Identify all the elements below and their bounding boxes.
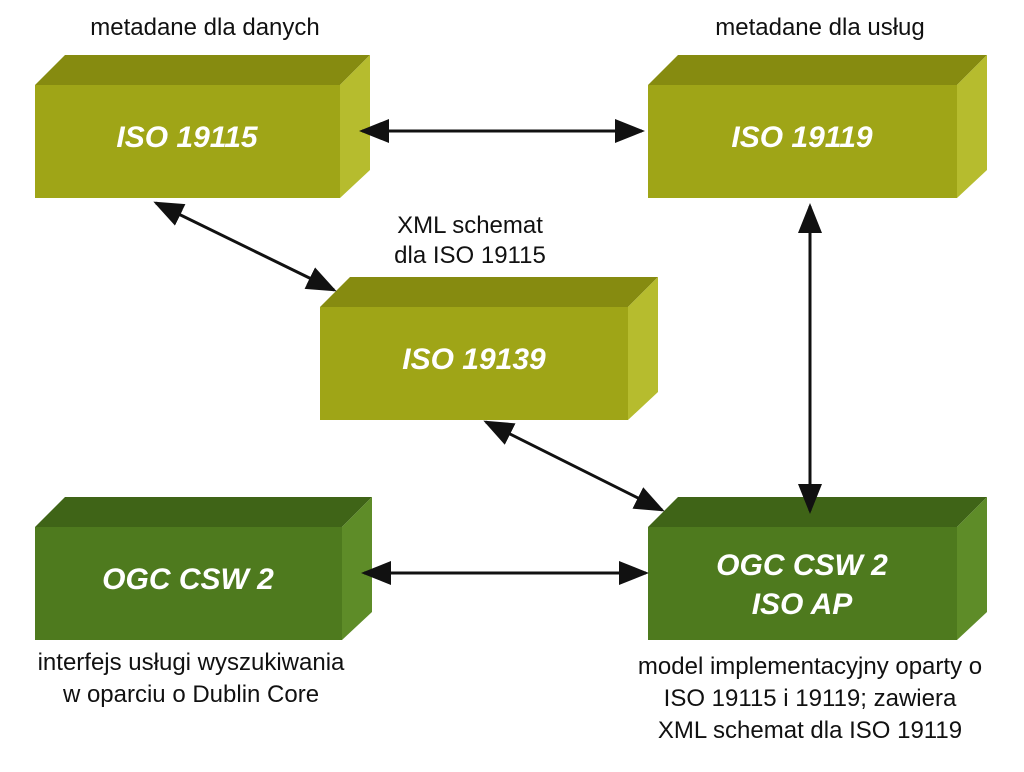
caption-impl-model-line3: XML schemat dla ISO 19119 bbox=[657, 717, 963, 744]
box-iso-19115: ISO 19115 bbox=[35, 55, 370, 198]
box-iso-19139-label: ISO 19139 bbox=[402, 343, 546, 376]
box-ogc-csw-2: OGC CSW 2 bbox=[35, 497, 372, 640]
box-iso-19115-label: ISO 19115 bbox=[116, 121, 259, 154]
box-iso-19119: ISO 19119 bbox=[648, 55, 987, 198]
box-ogc-csw-2-iso-ap: OGC CSW 2 ISO AP bbox=[648, 497, 987, 640]
caption-metadata-services: metadane dla usług bbox=[715, 14, 925, 41]
caption-xml-schema-line1: XML schemat bbox=[397, 212, 543, 239]
caption-search-interface-line2: w oparciu o Dublin Core bbox=[62, 681, 320, 708]
box-ogc-csw-2-iso-ap-label-line1: OGC CSW 2 bbox=[716, 549, 888, 582]
connectors bbox=[153, 119, 822, 585]
arrow-iso19139-csw-isoap bbox=[483, 420, 665, 512]
caption-xml-schema-line2: dla ISO 19115 bbox=[394, 242, 546, 269]
caption-metadata-data: metadane dla danych bbox=[90, 14, 320, 41]
caption-search-interface-line1: interfejs usługi wyszukiwania bbox=[37, 649, 345, 676]
caption-impl-model-line1: model implementacyjny oparty o bbox=[637, 653, 983, 680]
box-ogc-csw-2-label: OGC CSW 2 bbox=[102, 563, 274, 596]
arrow-iso19115-iso19139 bbox=[153, 201, 337, 292]
box-iso-19119-label: ISO 19119 bbox=[731, 121, 873, 154]
box-iso-19139: ISO 19139 bbox=[320, 277, 658, 420]
box-ogc-csw-2-iso-ap-label-line2: ISO AP bbox=[752, 588, 854, 621]
caption-impl-model-line2: ISO 19115 i 19119; zawiera bbox=[663, 685, 957, 712]
